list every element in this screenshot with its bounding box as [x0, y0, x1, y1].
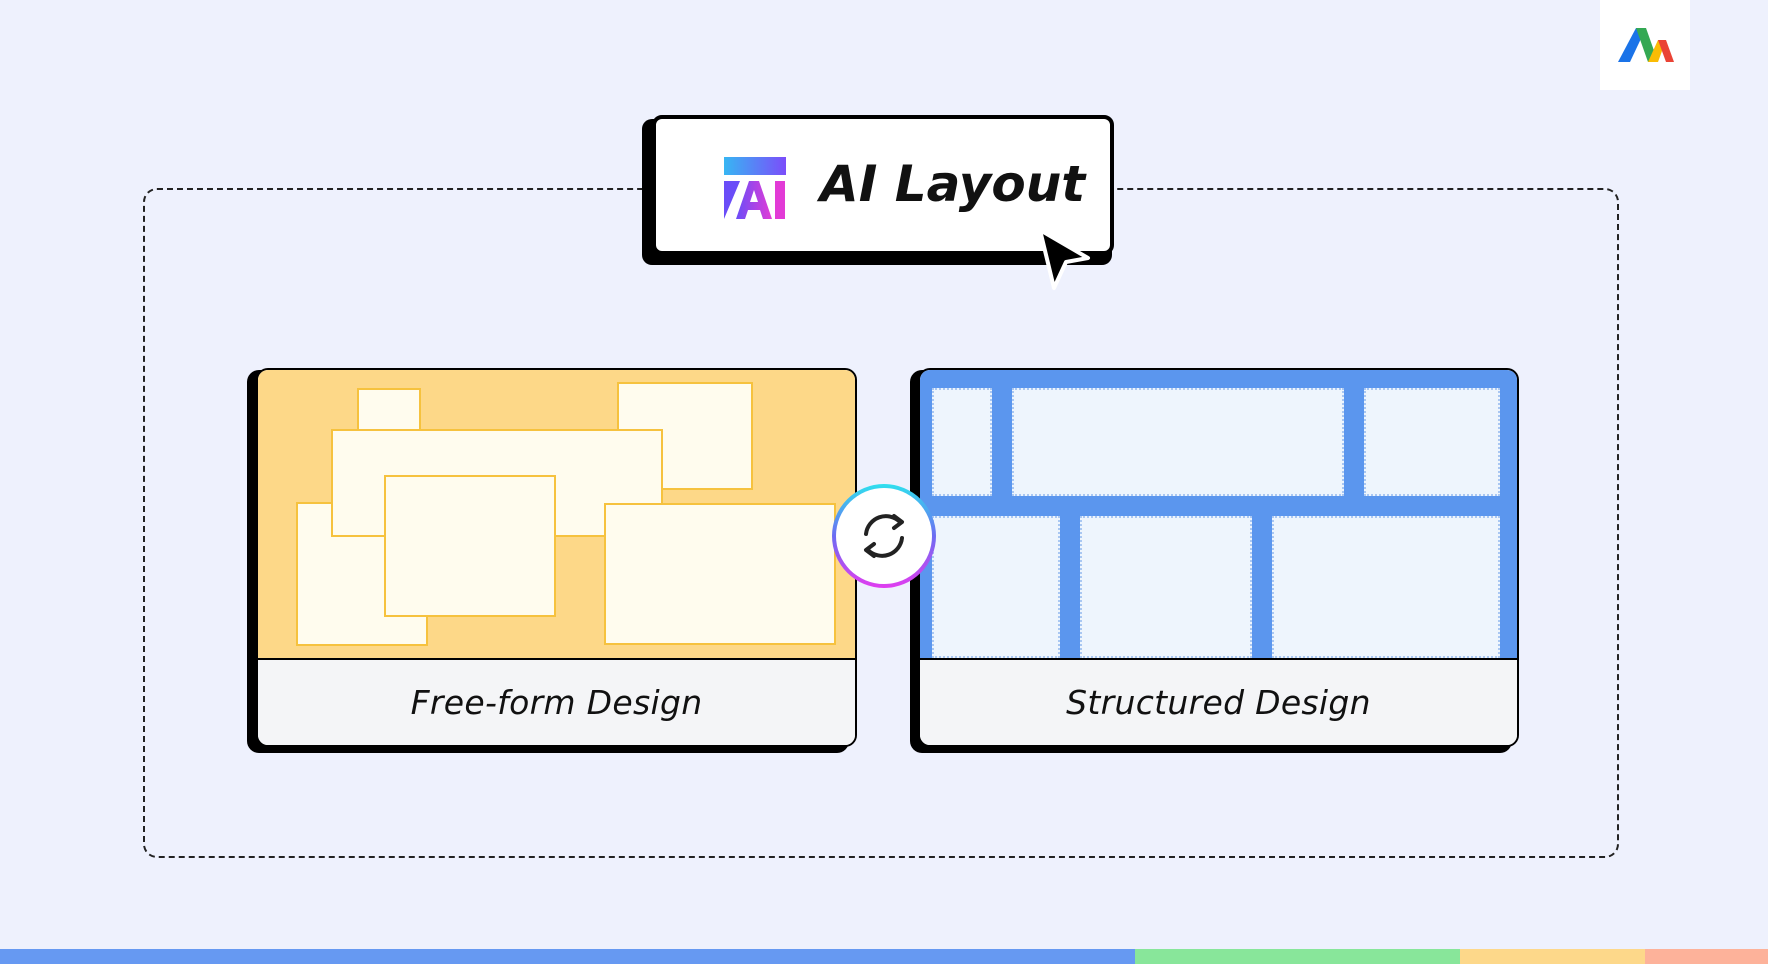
- convert-layout-button[interactable]: [832, 484, 936, 588]
- grid-cell: [932, 388, 992, 496]
- free-form-card[interactable]: Free-form Design: [256, 368, 857, 747]
- brand-logo-icon: [1618, 28, 1674, 62]
- free-shape: [604, 503, 836, 645]
- stripe-blue: [0, 949, 1135, 964]
- grid-cell: [932, 516, 1060, 658]
- stripe-salmon: [1645, 949, 1768, 964]
- mouse-pointer-icon: [1038, 228, 1090, 290]
- grid-cell: [1272, 516, 1500, 658]
- ai-layout-logo-icon: [724, 157, 786, 219]
- structured-grid-artwork: [920, 370, 1517, 658]
- free-form-label-area: Free-form Design: [258, 658, 855, 745]
- brand-logo: [1600, 0, 1690, 90]
- free-form-label: Free-form Design: [410, 683, 703, 722]
- page-title: AI Layout: [820, 155, 1086, 213]
- structured-label-area: Structured Design: [920, 658, 1517, 745]
- sync-button-face: [836, 488, 932, 584]
- structured-card[interactable]: Structured Design: [918, 368, 1519, 747]
- grid-cell: [1012, 388, 1344, 496]
- free-shape: [357, 388, 421, 432]
- stripe-green: [1135, 949, 1460, 964]
- sync-arrows-icon: [864, 514, 904, 558]
- free-form-artwork: [258, 370, 855, 658]
- grid-cell: [1080, 516, 1252, 658]
- free-shape: [384, 475, 556, 617]
- structured-label: Structured Design: [1066, 683, 1371, 722]
- stripe-yellow: [1460, 949, 1645, 964]
- grid-cell: [1364, 388, 1500, 496]
